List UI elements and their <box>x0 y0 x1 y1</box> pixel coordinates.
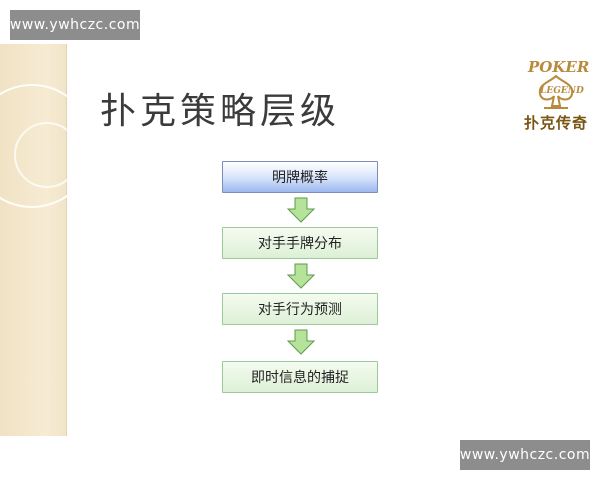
decorative-ring <box>14 122 80 188</box>
logo-word-poker: POKER <box>528 58 590 76</box>
flow-step-3: 对手行为预测 <box>222 293 378 325</box>
logo-chinese-name: 扑克传奇 <box>524 114 589 132</box>
slide: 扑克策略层级 POKER LEGEND 扑克传奇 明牌概率 对手手牌分布 对手行… <box>0 44 600 436</box>
down-arrow-icon <box>286 329 316 355</box>
watermark-bottom: www.ywhczc.com <box>460 440 590 470</box>
flow-step-2: 对手手牌分布 <box>222 227 378 259</box>
slide-title: 扑克策略层级 <box>100 91 341 132</box>
watermark-top: www.ywhczc.com <box>10 10 140 40</box>
flow-step-4: 即时信息的捕捉 <box>222 361 378 393</box>
spade-crown-icon <box>538 74 574 109</box>
down-arrow-icon <box>286 197 316 223</box>
poker-legend-logo: POKER LEGEND 扑克传奇 <box>520 54 592 134</box>
flow-step-1: 明牌概率 <box>222 161 378 193</box>
band-divider <box>66 44 67 436</box>
down-arrow-icon <box>286 263 316 289</box>
logo-word-legend: LEGEND <box>540 86 584 96</box>
